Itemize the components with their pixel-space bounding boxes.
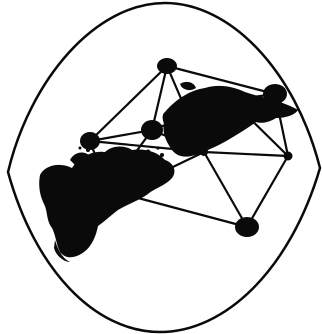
node-left: [80, 132, 100, 150]
node-bottom-right: [235, 217, 259, 237]
node-right-top: [263, 84, 287, 104]
node-lower-left: [104, 186, 112, 194]
node-hub: [200, 148, 208, 156]
node-right-small: [284, 152, 293, 161]
node-upper-mid: [227, 96, 235, 104]
node-small-mid: [147, 175, 154, 182]
node-top: [157, 58, 177, 74]
node-center: [141, 120, 163, 140]
